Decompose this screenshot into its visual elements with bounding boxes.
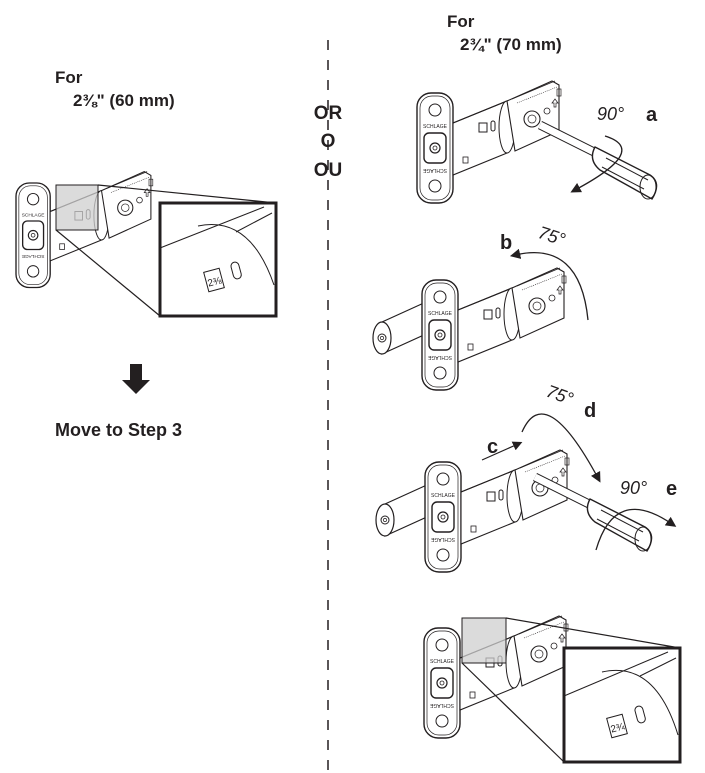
step-b-label: b [500,232,513,254]
or-label-en: OR [313,103,343,124]
step-e-angle: 90° [620,478,648,498]
latch-step-b-illustration [372,267,567,391]
rotate-arrow-d [521,413,601,483]
left-heading-for: For [55,68,83,87]
step-c-label: c [487,436,499,458]
step-e-label: e [666,478,678,500]
screwdriver-step-a [540,125,657,199]
zoom-detail-60mm: 2⅜ [158,201,278,318]
rotate-arrow-a [570,135,623,193]
move-to-step-label: Move to Step 3 [55,420,183,440]
latch-step-cde-illustration [375,449,570,573]
step-a-label: a [646,104,658,126]
right-heading-for: For [447,12,475,31]
step-d-label: d [584,400,597,422]
right-heading-size: 2¾" (70 mm) [460,35,562,54]
highlight-region-70mm [461,617,507,664]
down-arrow-icon [122,364,150,394]
left-heading-size: 2⅜" (60 mm) [73,91,175,110]
highlight-region [55,184,99,231]
screwdriver-step-e [535,477,652,551]
latch-step-a-illustration [416,80,562,204]
step-a-angle: 90° [597,104,625,124]
zoom-badge-60mm: 2⅜ [207,275,224,289]
rotate-arrow-b [509,248,589,321]
or-label-fr: OU [313,160,343,181]
zoom-detail-70mm: 2¾ [562,646,682,764]
slide-arrow-c [481,441,523,461]
zoom-badge-70mm: 2¾ [610,721,627,735]
rotate-arrow-e [595,508,677,551]
